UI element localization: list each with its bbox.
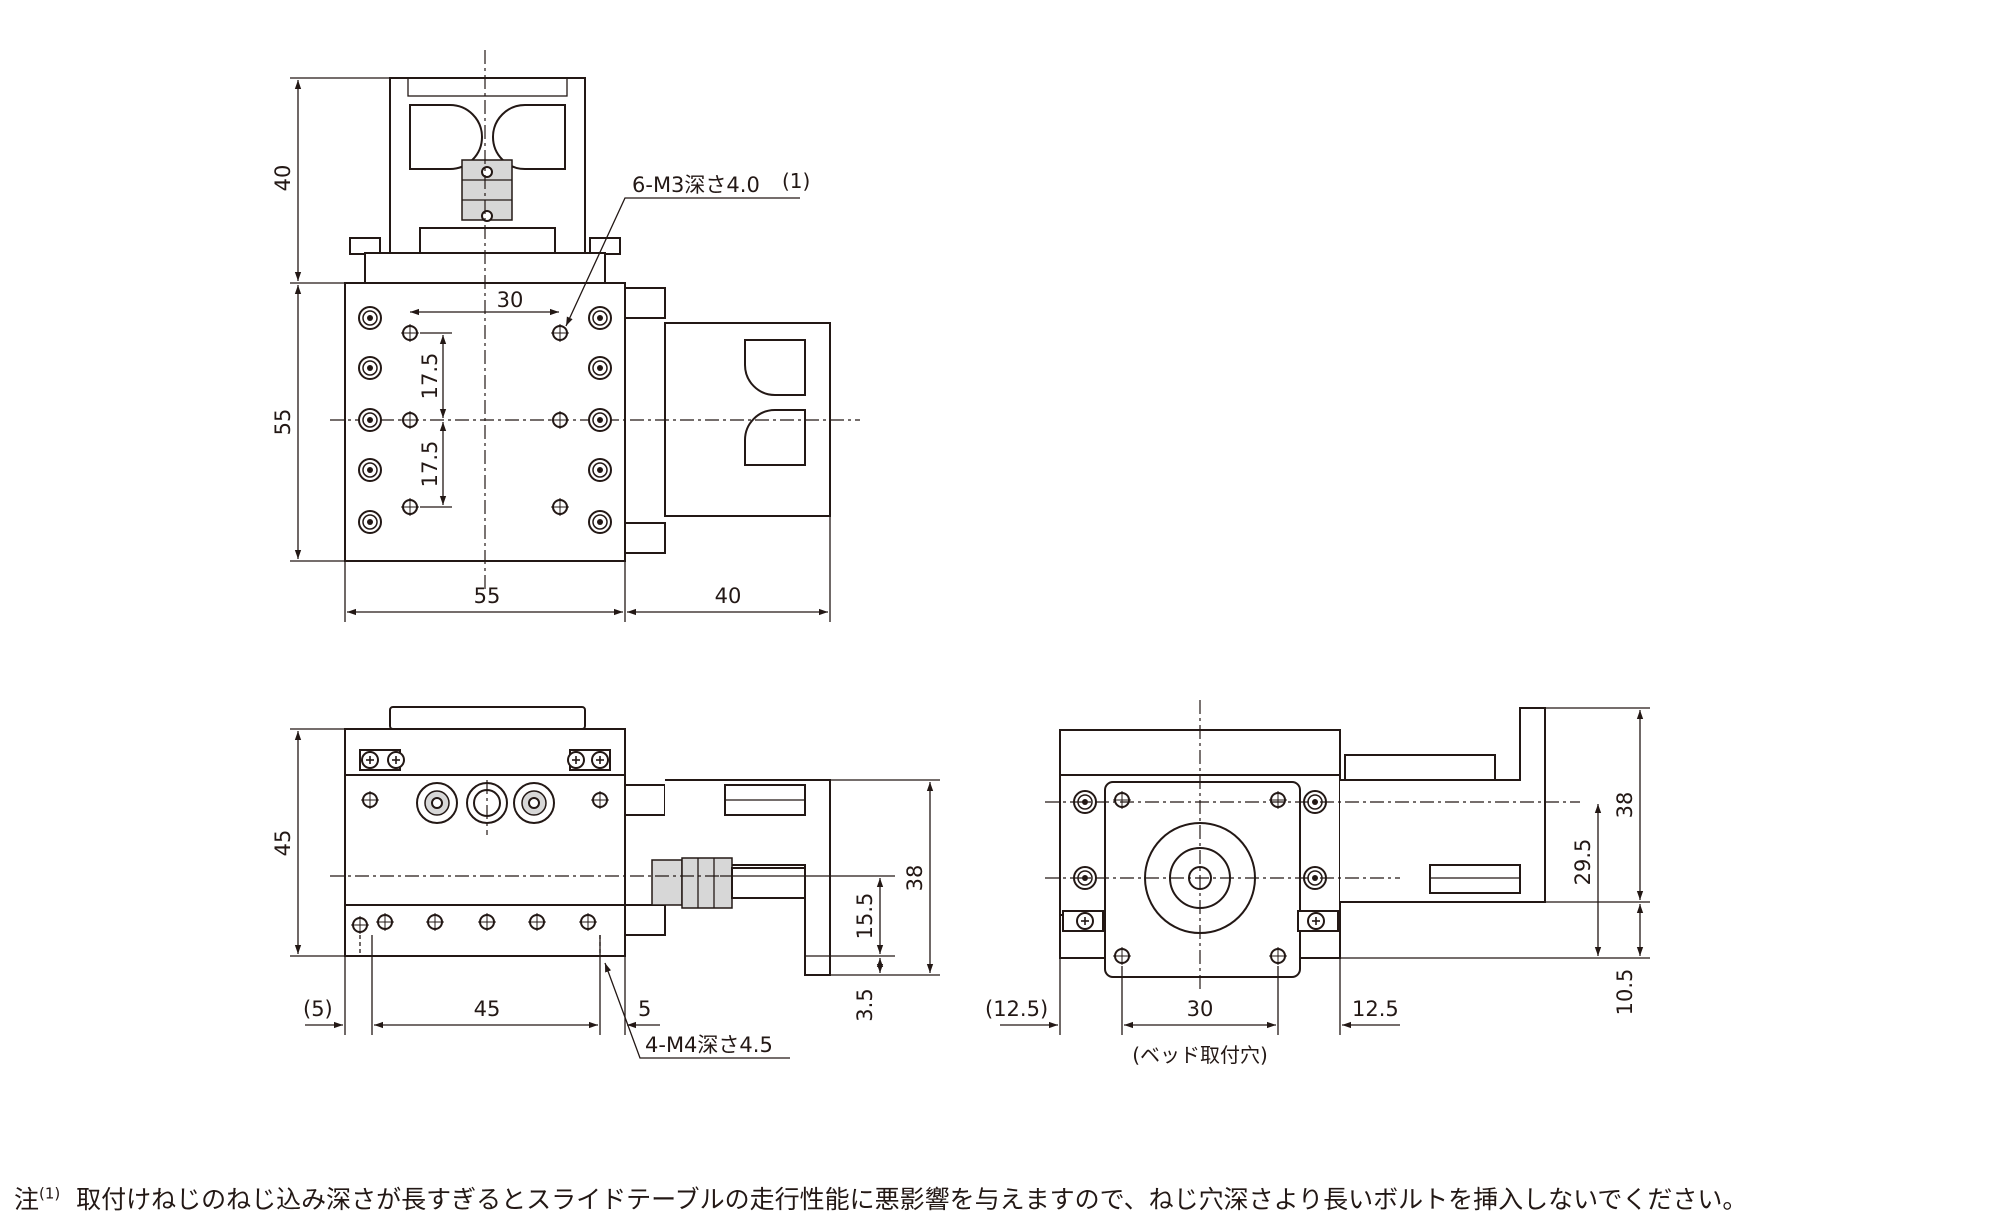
phillips-screw-icon bbox=[1307, 912, 1325, 930]
cap-screw-icon bbox=[588, 408, 612, 432]
dim-front-hole-pitch: 45 bbox=[474, 997, 501, 1021]
cap-screw-icon bbox=[588, 306, 612, 330]
side-view-caption: (ベッド取付穴) bbox=[1132, 1043, 1268, 1067]
dim-side-hole-pitch: 30 bbox=[1187, 997, 1214, 1021]
front-view: 45 38 15.5 3.5 (5) 45 5 4-M4深さ4.5 bbox=[271, 706, 940, 1059]
dim-front-height-bracket: 38 bbox=[903, 865, 927, 892]
dim-top-width-body: 55 bbox=[474, 584, 501, 608]
dim-top-height-body: 55 bbox=[271, 409, 295, 436]
dim-top-hole-pitch-x: 30 bbox=[497, 288, 524, 312]
dim-front-height-axis: 15.5 bbox=[853, 893, 877, 940]
footnote-text: 取付けねじのねじ込み深さが長すぎるとスライドテーブルの走行性能に悪影響を与えます… bbox=[76, 1185, 1748, 1214]
callout-6-m3-ref: (1) bbox=[782, 169, 810, 193]
dim-front-left-margin: (5) bbox=[303, 997, 333, 1021]
front-knob-right bbox=[513, 782, 555, 824]
cap-screw-icon bbox=[358, 306, 382, 330]
cap-screw-icon bbox=[358, 458, 382, 482]
front-knob-left bbox=[416, 782, 458, 824]
footnote-marker: 注 bbox=[14, 1185, 40, 1214]
phillips-screw-icon bbox=[387, 751, 405, 769]
phillips-screw-icon bbox=[591, 751, 609, 769]
footnote-ref: (1) bbox=[39, 1184, 61, 1203]
dim-front-height-total: 45 bbox=[271, 830, 295, 857]
motor-cutout-right bbox=[492, 104, 566, 170]
dim-top-hole-pitch-y-lower: 17.5 bbox=[418, 441, 442, 488]
dim-side-right-margin: 12.5 bbox=[1352, 997, 1399, 1021]
phillips-screw-icon bbox=[1076, 912, 1094, 930]
dim-top-width-motor: 40 bbox=[715, 584, 742, 608]
footnote: 注(1) 取付けねじのねじ込み深さが長すぎるとスライドテーブルの走行性能に悪影響… bbox=[14, 1180, 1747, 1216]
top-view: 40 55 55 40 30 17.5 17.5 6-M3深さ4.0 (1) bbox=[271, 50, 860, 622]
cap-screw-icon bbox=[588, 458, 612, 482]
cap-screw-icon bbox=[588, 510, 612, 534]
phillips-screw-icon bbox=[361, 751, 379, 769]
dim-front-offset-bottom: 3.5 bbox=[853, 988, 877, 1021]
dim-side-left-margin: (12.5) bbox=[985, 997, 1048, 1021]
callout-6-m3: 6-M3深さ4.0 bbox=[632, 173, 760, 197]
side-view: (12.5) 30 12.5 (ベッド取付穴) 38 29.5 10.5 bbox=[985, 700, 1650, 1067]
cap-screw-icon bbox=[358, 356, 382, 380]
dim-side-height-total: 38 bbox=[1613, 792, 1637, 819]
dim-top-height-motor: 40 bbox=[271, 165, 295, 192]
cap-screw-icon bbox=[358, 510, 382, 534]
callout-4-m4: 4-M4深さ4.5 bbox=[645, 1033, 773, 1057]
cap-screw-icon bbox=[588, 356, 612, 380]
motor-cutout-left bbox=[409, 104, 483, 170]
cap-screw-icon bbox=[358, 408, 382, 432]
dim-top-hole-pitch-y-upper: 17.5 bbox=[418, 353, 442, 400]
dim-side-height-axis: 29.5 bbox=[1571, 839, 1595, 886]
front-coupling bbox=[681, 857, 733, 909]
dim-front-right-margin: 5 bbox=[638, 997, 651, 1021]
dim-side-height-bottom: 10.5 bbox=[1613, 969, 1637, 1016]
phillips-screw-icon bbox=[567, 751, 585, 769]
